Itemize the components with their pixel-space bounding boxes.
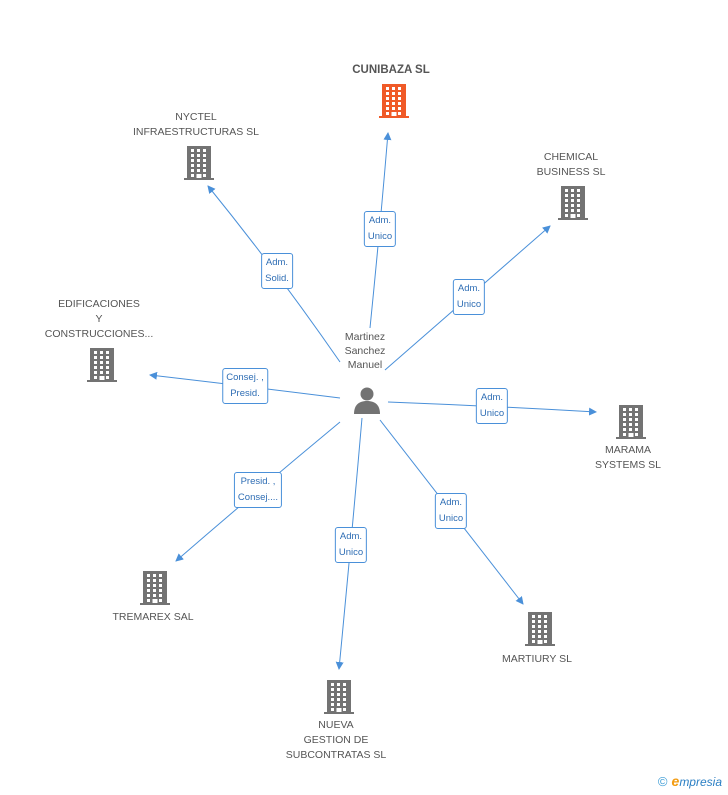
footer-brand[interactable]: ©empresia [658, 773, 722, 789]
building-icon-edificaciones[interactable] [87, 348, 117, 382]
company-name-cunibaza[interactable]: CUNIBAZA SL [352, 64, 430, 76]
role-label-cunibaza[interactable]: Adm. Unico [363, 211, 397, 247]
building-icon-nyctel[interactable] [184, 146, 214, 180]
company-name-marama[interactable]: MARAMA SYSTEMS SL [595, 444, 661, 471]
person-icon[interactable] [352, 385, 382, 415]
company-name-martiury[interactable]: MARTIURY SL [501, 653, 573, 665]
building-icon-marama[interactable] [616, 405, 646, 439]
company-name-nueva[interactable]: NUEVA GESTION DE SUBCONTRATAS SL [285, 719, 387, 761]
brand-logo-text: mpresia [679, 775, 722, 789]
brand-logo-e: e [671, 773, 680, 789]
building-icon-nueva[interactable] [324, 680, 354, 714]
building-icon-martiury[interactable] [525, 612, 555, 646]
company-name-tremarex[interactable]: TREMAREX SAL [112, 611, 194, 623]
role-label-martiury[interactable]: Adm. Unico [434, 493, 468, 529]
person-name: Martinez Sanchez Manuel [344, 331, 386, 371]
company-name-edificaciones[interactable]: EDIFICACIONES Y CONSTRUCCIONES... [44, 298, 154, 340]
company-name-chemical[interactable]: CHEMICAL BUSINESS SL [536, 151, 606, 178]
copyright-icon: © [657, 774, 668, 789]
role-label-tremarex[interactable]: Presid. , Consej.... [233, 472, 283, 508]
company-name-nyctel[interactable]: NYCTEL INFRAESTRUCTURAS SL [132, 111, 260, 138]
role-label-edificaciones[interactable]: Consej. , Presid. [222, 368, 268, 404]
building-icon-cunibaza[interactable] [379, 84, 409, 118]
role-label-chemical[interactable]: Adm. Unico [452, 279, 486, 315]
role-label-marama[interactable]: Adm. Unico [475, 388, 509, 424]
role-label-nyctel[interactable]: Adm. Solid. [261, 253, 293, 289]
role-label-nueva[interactable]: Adm. Unico [334, 527, 368, 563]
building-icon-chemical[interactable] [558, 186, 588, 220]
building-icon-tremarex[interactable] [140, 571, 170, 605]
